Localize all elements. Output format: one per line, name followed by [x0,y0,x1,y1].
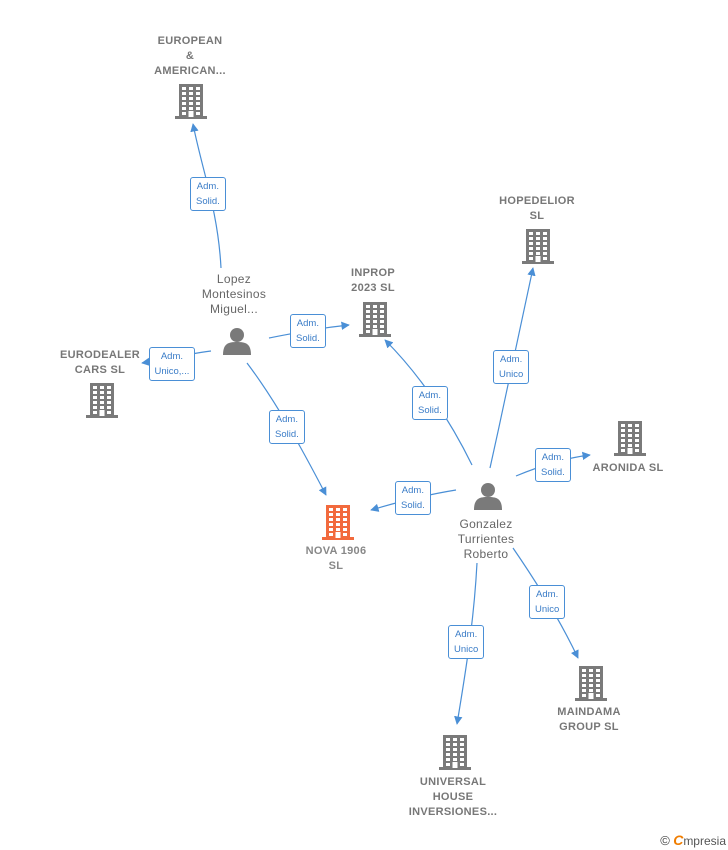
brand-logo: © Cmpresia [660,832,726,848]
node-label-line: Montesinos [201,287,267,301]
node-label-universal[interactable]: UNIVERSAL HOUSE INVERSIONES... [398,775,508,820]
edge-label-line: Adm. [296,318,319,329]
node-label-line: CARS SL [74,364,126,376]
node-label-inprop[interactable]: INPROP 2023 SL [333,266,413,296]
node-label-hopedelior[interactable]: HOPEDELIOR SL [492,194,582,224]
building-icon[interactable] [86,383,118,418]
edge-label-line: Unico,... [154,366,190,377]
building-icon[interactable] [322,505,354,540]
node-label-line: Roberto [463,547,509,561]
node-label-line: INPROP [351,267,395,279]
node-label-eurodealer[interactable]: EURODEALER CARS SL [55,348,145,378]
node-label-line: UNIVERSAL [419,776,487,788]
edge-label-line: Adm. [541,452,564,463]
node-label-line: & [185,50,195,62]
node-label-line: NOVA 1906 [305,545,367,557]
brand-initial: C [673,832,684,848]
edge-label-line: Adm. [196,181,219,192]
edge-label-line: Adm. [455,629,478,640]
edge-label-line: Solid. [196,196,220,207]
edge-label-gonzalez-universal[interactable]: Adm. Unico [448,625,485,659]
node-label-line: SL [328,560,344,572]
building-icon[interactable] [522,229,554,264]
edge-label-lopez-nova[interactable]: Adm. Solid. [269,410,305,444]
edge-label-line: Solid. [296,333,320,344]
edge-label-line: Unico [454,644,479,655]
node-label-line: Gonzalez [459,517,513,531]
edge-label-line: Solid. [275,429,299,440]
edge-label-line: Adm. [401,485,424,496]
node-label-line: EUROPEAN [157,35,223,47]
brand-name: mpresia [683,834,726,848]
node-label-line: GROUP SL [559,721,619,733]
edge-label-gonzalez-nova[interactable]: Adm. Solid. [395,481,431,515]
edge-label-line: Adm. [160,351,184,362]
edge-label-line: Adm. [275,414,298,425]
person-icon[interactable] [474,483,502,510]
building-icon[interactable] [175,84,207,119]
edge-label-gonzalez-maindama[interactable]: Adm. Unico [529,585,566,619]
edge-label-line: Unico [535,604,560,615]
node-label-line: ARONIDA SL [592,462,664,474]
node-label-line: Turrientes [457,532,515,546]
node-label-line: EURODEALER [59,349,140,361]
edge-label-line: Solid. [418,405,442,416]
node-label-line: INVERSIONES... [408,806,498,818]
node-label-line: AMERICAN... [154,65,226,77]
edge-label-line: Adm. [500,354,523,365]
node-label-maindama[interactable]: MAINDAMA GROUP SL [544,705,634,735]
edge-label-gonzalez-hopedelior[interactable]: Adm. Unico [493,350,530,384]
building-icon[interactable] [614,421,646,456]
node-label-line: MAINDAMA [557,706,621,718]
edge-label-lopez-european[interactable]: Adm. Solid. [190,177,226,211]
node-label-line: Miguel... [209,302,259,316]
building-icon[interactable] [575,666,607,701]
building-icon[interactable] [359,302,391,337]
node-label-line: SL [529,210,545,222]
node-label-line: Lopez [216,272,252,286]
edge-label-lopez-inprop[interactable]: Adm. Solid. [290,314,326,348]
edge-label-line: Adm. [536,589,559,600]
edge-label-line: Solid. [541,467,565,478]
node-label-aronida[interactable]: ARONIDA SL [583,461,673,476]
person-icon[interactable] [223,328,251,355]
edge-label-line: Solid. [401,500,425,511]
node-label-line: HOPEDELIOR [499,195,575,207]
edge-label-line: Adm. [418,390,441,401]
edge-label-gonzalez-aronida[interactable]: Adm. Solid. [535,448,571,482]
copyright-symbol: © [660,833,670,848]
edge-label-lopez-eurodealer[interactable]: Adm. Unico,... [148,347,196,381]
node-label-line: HOUSE [432,791,474,803]
edge-label-line: Unico [499,369,524,380]
node-label-line: 2023 SL [351,282,395,294]
node-label-european[interactable]: EUROPEAN & AMERICAN... [145,34,235,79]
edge-label-gonzalez-inprop[interactable]: Adm. Solid. [412,386,448,420]
building-icon[interactable] [439,735,471,770]
